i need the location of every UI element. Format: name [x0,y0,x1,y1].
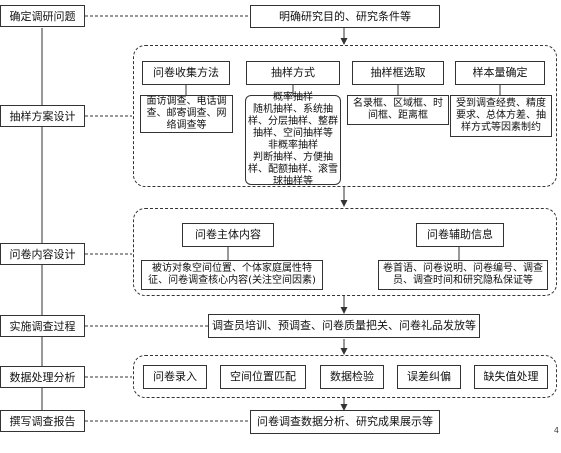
sampling-style-body: 概率抽样 随机抽样、系统抽样、分层抽样、整群抽样、空间抽样等 非概率抽样 判断抽… [245,92,341,187]
questionnaire-main-body: 被访对象空间位置、个体家庭属性特征、问卷调查核心内容(关注空间因素) [141,260,323,290]
sample-size-body: 受到调查经费、精度要求、总体方差、抽样方式等因素制约 [450,95,552,137]
stage-sampling-design: 抽样方案设计 [0,105,85,127]
sampling-method-title: 问卷收集方法 [142,61,230,85]
process-error-correct: 误差纠偏 [397,365,461,389]
sampling-group [133,45,557,187]
report-box: 问卷调查数据分析、研究成果展示等 [250,410,440,434]
stage-data-processing: 数据处理分析 [0,366,85,388]
sampling-frame-title: 抽样框选取 [352,61,444,85]
top-objective-box: 明确研究目的、研究条件等 [250,5,440,28]
corner-mark: 4 [553,426,559,435]
process-data-check: 数据检验 [320,365,384,389]
sampling-style-title: 抽样方式 [246,61,340,85]
process-location-match: 空间位置匹配 [220,365,306,389]
sampling-method-body: 面访调查、电话调查、邮寄调查、网络调查等 [140,95,233,133]
questionnaire-aux-body: 卷首语、问卷说明、问卷编号、调查员、调查时间和研究隐私保证等 [378,260,548,290]
processing-group [133,355,557,398]
stage-implement-survey: 实施调查过程 [0,315,85,337]
process-entry: 问卷录入 [143,365,207,389]
questionnaire-group [133,208,557,296]
questionnaire-aux-title: 问卷辅助信息 [416,223,504,247]
implement-box: 调查员培训、预调查、问卷质量把关、问卷礼品发放等 [208,314,480,338]
stage-write-report: 撰写调查报告 [0,410,85,432]
process-missing-values: 缺失值处理 [474,365,548,389]
stage-questionnaire-design: 问卷内容设计 [0,243,85,265]
sampling-frame-body: 名录框、区域框、时间框、距离框 [347,95,449,125]
sample-size-title: 样本量确定 [455,61,545,85]
questionnaire-main-title: 问卷主体内容 [182,223,274,247]
stage-define-problem: 确定调研问题 [0,5,85,27]
